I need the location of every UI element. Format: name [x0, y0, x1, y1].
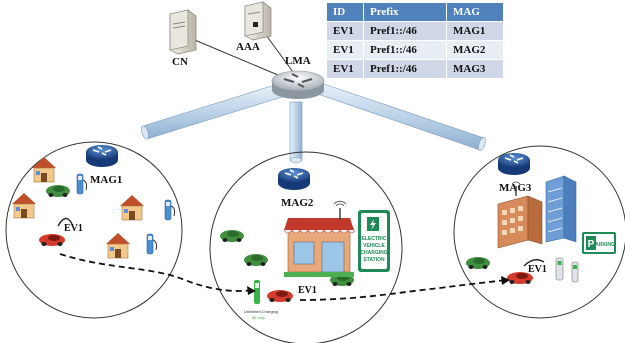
mag2-label: MAG2	[281, 197, 314, 209]
antenna-icon	[511, 181, 521, 196]
car-icon	[244, 254, 268, 266]
col-prefix: Prefix	[363, 2, 447, 22]
router-icon	[271, 70, 325, 99]
router-icon	[277, 167, 311, 191]
office-building-icon	[545, 175, 577, 243]
binding-cache-table: ID Prefix MAG EV1 Pref1::/46 MAG1 EV1 Pr…	[326, 2, 504, 79]
charging-station-icon	[571, 261, 579, 283]
table-row: EV1 Pref1::/46 MAG3	[326, 59, 504, 79]
aaa-label: AAA	[236, 41, 260, 53]
gas-pump-icon	[164, 199, 176, 221]
sign-line-1: ELECTRIC	[362, 236, 387, 242]
sign-line-2: VEHICLE	[363, 243, 385, 249]
col-mag: MAG	[446, 2, 504, 22]
charging-station-sign: ELECTRIC VEHICLE CHARGING STATION	[358, 210, 390, 272]
car-icon	[220, 230, 244, 242]
car-icon	[466, 257, 490, 269]
server-icon	[169, 9, 197, 55]
link-cn-lma	[189, 37, 286, 79]
cell-prefix: Pref1::/46	[363, 21, 447, 41]
table-header-row: ID Prefix MAG	[326, 2, 504, 22]
cell-id: EV1	[326, 59, 364, 79]
cell-id: EV1	[326, 40, 364, 60]
house-icon	[105, 232, 131, 259]
ev-movement-path-1	[59, 253, 253, 292]
router-icon	[85, 144, 119, 168]
domain-mag1	[5, 141, 183, 319]
parking-sign-icon: P ARKING	[582, 232, 616, 254]
charger-caption-1: Unlimited Charging	[244, 309, 278, 314]
tunnel-lma-mag3	[317, 81, 486, 152]
office-building-icon	[497, 195, 543, 249]
charging-station-icon	[555, 257, 564, 281]
tunnel-lma-mag2	[289, 101, 303, 163]
sign-line-4: STATION	[363, 257, 385, 263]
shop-icon	[283, 218, 356, 277]
cell-prefix: Pref1::/46	[363, 59, 447, 79]
cn-label: CN	[172, 56, 188, 68]
car-icon	[46, 185, 70, 197]
server-icon	[244, 1, 272, 41]
antenna-icon	[333, 200, 347, 220]
car-icon	[39, 234, 65, 246]
ev-movement-path-2	[299, 279, 507, 301]
domain-mag3	[453, 145, 625, 319]
car-icon	[267, 290, 293, 302]
charging-station-icon	[254, 280, 260, 304]
cell-prefix: Pref1::/46	[363, 40, 447, 60]
lma-label: LMA	[285, 55, 311, 67]
cell-mag: MAG2	[446, 40, 504, 60]
tunnel-lma-mag1	[141, 83, 283, 140]
gas-pump-icon	[76, 173, 88, 195]
charger-caption-2: $5 only	[252, 315, 265, 320]
sign-line-3: CHARGING	[360, 250, 387, 256]
house-icon	[31, 156, 57, 183]
router-icon	[497, 152, 531, 176]
cell-id: EV1	[326, 21, 364, 41]
table-row: EV1 Pref1::/46 MAG1	[326, 21, 504, 41]
svg-text:P: P	[588, 239, 595, 250]
ev1-mag3-label: EV1	[528, 264, 547, 275]
house-icon	[11, 192, 37, 219]
ev1-mag1-label: EV1	[64, 223, 83, 234]
house-icon	[119, 194, 145, 221]
table-row: EV1 Pref1::/46 MAG2	[326, 40, 504, 60]
domain-mag2	[209, 151, 403, 343]
gas-pump-icon	[146, 233, 158, 255]
cell-mag: MAG3	[446, 59, 504, 79]
mag1-label: MAG1	[90, 174, 122, 186]
ev1-mag2-label: EV1	[298, 285, 317, 296]
cell-mag: MAG1	[446, 21, 504, 41]
parking-sign-text: ARKING	[595, 242, 615, 248]
col-id: ID	[326, 2, 364, 22]
